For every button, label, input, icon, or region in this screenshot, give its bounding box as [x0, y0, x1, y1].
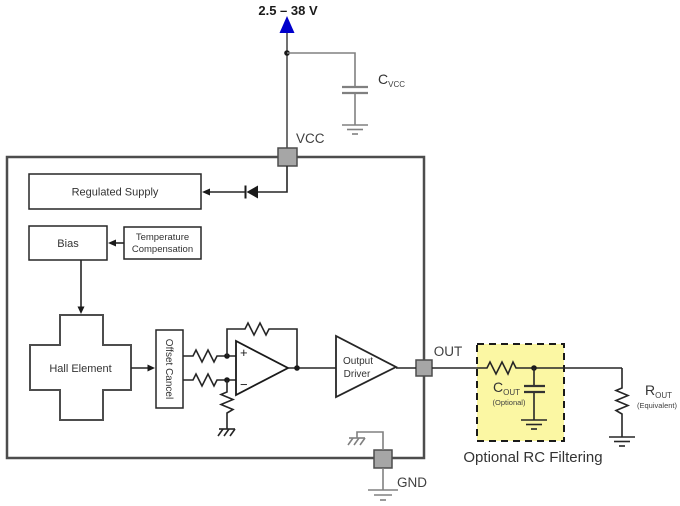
vcc-pin-label: VCC: [296, 131, 325, 146]
gnd-earth-connection: [368, 468, 398, 501]
internal-chassis-ground-icon: [347, 437, 366, 446]
diode-icon: [246, 185, 258, 199]
opamp-input-resistors: [183, 348, 236, 388]
hall-element-label: Hall Element: [49, 363, 111, 375]
opamp-ground-resistor: [217, 380, 236, 437]
gnd-pin: [373, 449, 393, 469]
supply-voltage-label: 2.5 – 38 V: [258, 3, 318, 18]
vcc-pin: [277, 147, 298, 167]
offset-cancel-label: Offset Cancel: [163, 339, 174, 399]
rout-label: ROUT: [645, 382, 672, 400]
cout-subscript: OUT: [503, 388, 520, 397]
rout-subscript: OUT: [655, 391, 672, 400]
cout-letter: C: [493, 379, 503, 395]
supply-voltage-arrow-icon: [279, 16, 295, 33]
output-driver-label-line2: Driver: [344, 369, 371, 380]
cvcc-subscript: VCC: [388, 80, 405, 89]
regulated-supply-label: Regulated Supply: [72, 187, 159, 199]
rout-ground-icon: [609, 436, 635, 447]
hall-element-block: [29, 314, 132, 421]
opamp-chassis-ground-icon: [217, 428, 236, 437]
hall-to-offset-arrow: [131, 364, 155, 372]
output-driver: [335, 334, 398, 399]
offset-cancel-block: [155, 329, 184, 409]
rout-equivalent-note: (Equivalent): [637, 401, 678, 410]
out-pin: [415, 359, 433, 377]
cvcc-ground-icon: [342, 124, 368, 135]
opamp-feedback-resistor: [226, 321, 298, 368]
temperature-compensation-label-line2: Compensation: [132, 244, 193, 255]
chip-outline: [5, 155, 426, 460]
cvcc-label: CVCC: [378, 71, 405, 89]
temperature-compensation-label-line1: Temperature: [136, 232, 189, 243]
cout-optional-note: (Optional): [493, 398, 526, 407]
bias-to-hall-arrow: [77, 260, 85, 314]
bias-block: [28, 225, 108, 261]
rout-letter: R: [645, 382, 655, 398]
gnd-internal-connection: [347, 431, 384, 450]
cout-label: COUT: [493, 379, 520, 397]
cout-ground-icon: [521, 419, 547, 430]
opamp-output-junction-dot: [294, 365, 300, 371]
cout-capacitor: [521, 368, 547, 430]
vcc-bypass-capacitor: [287, 52, 368, 135]
temperature-compensation-block: [123, 226, 202, 260]
bias-label: Bias: [57, 238, 79, 250]
rout-resistor: [609, 368, 635, 447]
temp-comp-to-bias-arrow: [108, 239, 124, 247]
cvcc-letter: C: [378, 71, 388, 87]
opamp: [235, 339, 290, 397]
opamp-plus-sign: +: [240, 345, 248, 360]
rc-filter-highlight-box: [476, 343, 565, 442]
arrowhead-into-regulated-supply: [202, 188, 210, 196]
gnd-earth-ground-icon: [368, 489, 398, 501]
regulated-supply-block: [28, 173, 202, 210]
gnd-pin-label: GND: [397, 475, 427, 490]
supply-rail: [279, 16, 295, 148]
opamp-minus-sign: −: [240, 377, 248, 392]
vcc-diode-path: [202, 166, 288, 199]
output-driver-label-line1: Output: [343, 356, 373, 367]
rc-filter-caption: Optional RC Filtering: [463, 449, 602, 466]
out-pin-label: OUT: [434, 344, 463, 359]
